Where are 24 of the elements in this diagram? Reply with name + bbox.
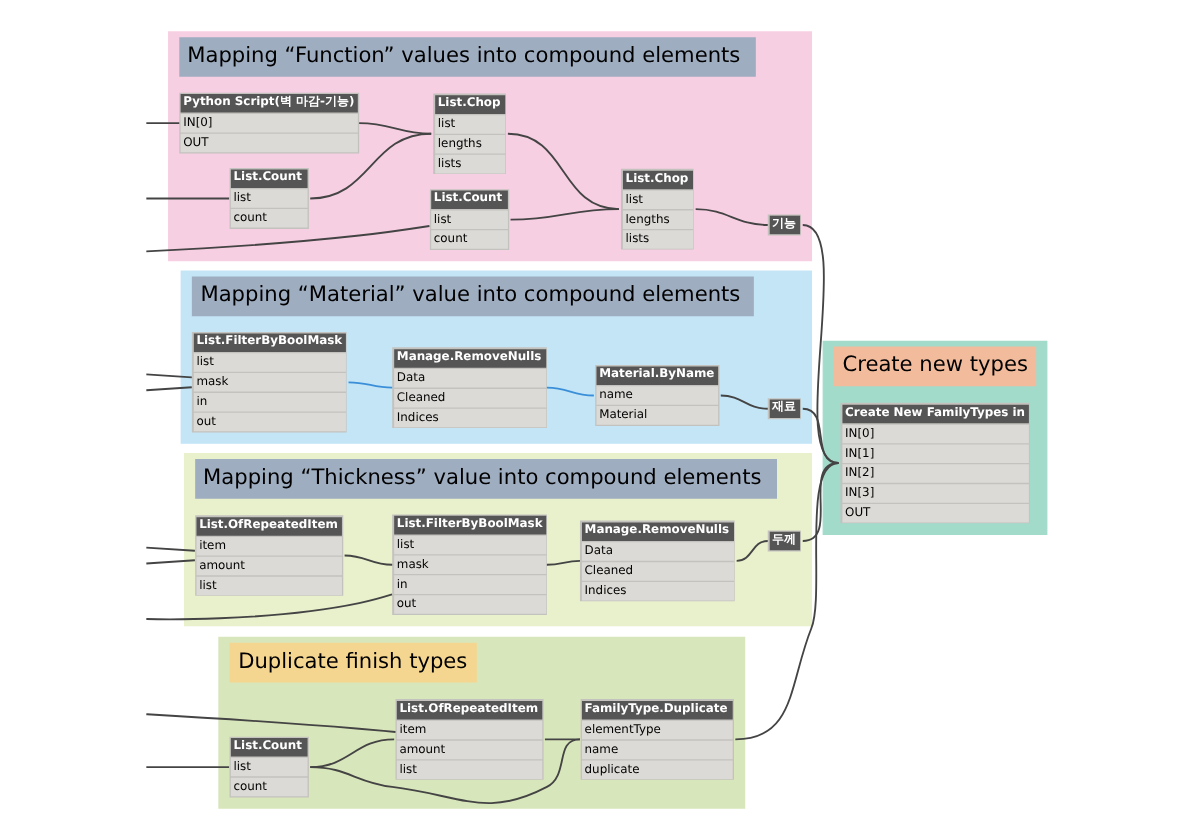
connector bbox=[508, 208, 619, 221]
connector bbox=[144, 386, 192, 392]
connector bbox=[718, 394, 768, 410]
connector bbox=[144, 373, 192, 379]
connector bbox=[693, 208, 768, 226]
connector bbox=[144, 197, 229, 200]
connector bbox=[144, 713, 396, 733]
connector bbox=[545, 386, 594, 397]
connector bbox=[144, 559, 195, 565]
connector bbox=[144, 766, 229, 769]
connector bbox=[346, 381, 393, 389]
connector bbox=[800, 407, 839, 464]
connector bbox=[144, 122, 180, 125]
connector bbox=[800, 462, 839, 542]
connector bbox=[342, 554, 393, 566]
connector bbox=[144, 593, 392, 621]
connector bbox=[734, 540, 768, 562]
connector bbox=[144, 546, 195, 552]
connector bbox=[545, 559, 580, 566]
connector bbox=[733, 462, 839, 741]
connector bbox=[543, 738, 580, 741]
connector bbox=[144, 225, 430, 253]
connector bbox=[800, 224, 839, 464]
connector bbox=[308, 132, 432, 200]
